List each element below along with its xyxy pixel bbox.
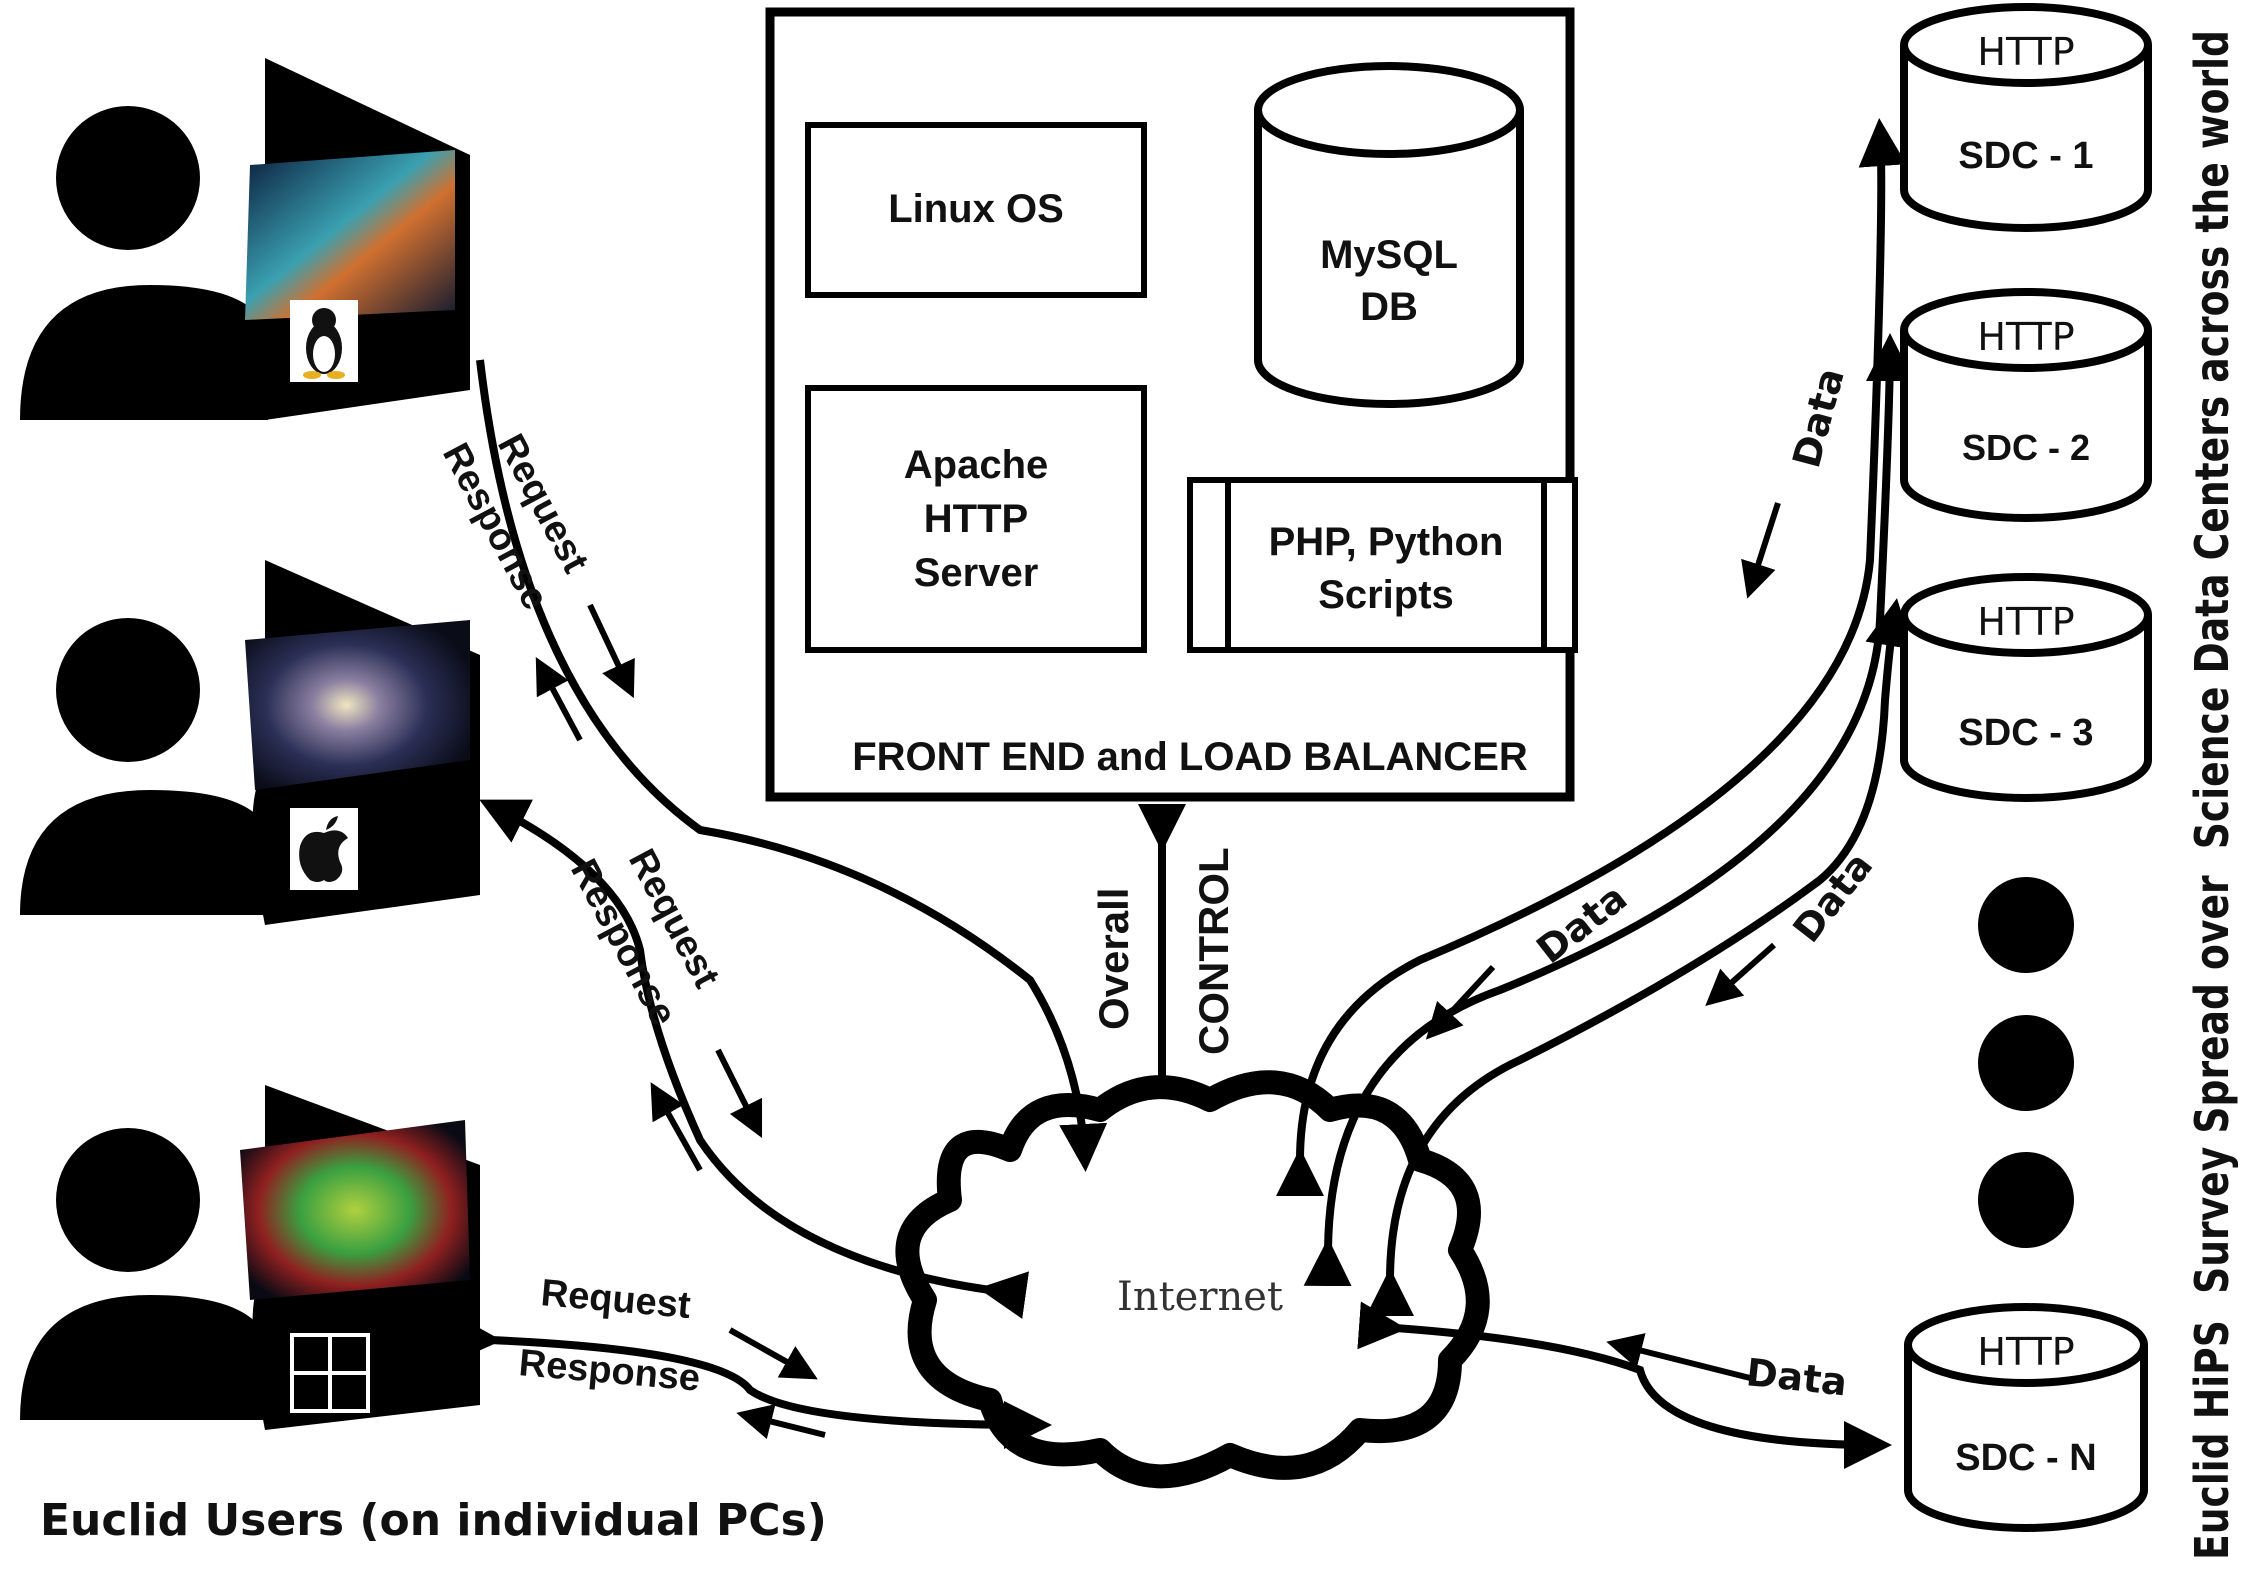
front-end-box: Linux OS MySQL DB Apache HTTP Server PHP… xyxy=(765,7,1578,802)
linux-os-box xyxy=(805,122,1147,298)
mysql-label-1: MySQL xyxy=(1320,233,1458,277)
user-body xyxy=(20,1295,268,1420)
user2-wire xyxy=(479,799,1030,1319)
user3-response-label: Response xyxy=(517,1342,702,1400)
sdc1-data-arrow xyxy=(1741,502,1781,599)
apple-icon xyxy=(290,808,358,890)
windows-icon xyxy=(290,1333,370,1413)
sdc-1-cylinder: HTTP SDC - 1 xyxy=(1900,3,2152,232)
sdc-1-name: SDC - 1 xyxy=(1958,135,2093,177)
apache-label-2: HTTP xyxy=(924,497,1028,541)
control-label: CONTROL xyxy=(1190,847,1237,1055)
ellipsis-dot-3 xyxy=(1978,1152,2074,1248)
ellipsis-dot-1 xyxy=(1978,877,2074,973)
user2-request-arrow xyxy=(715,1048,763,1139)
user-head xyxy=(56,106,200,250)
sdc-3-proto: HTTP xyxy=(1977,600,2074,644)
user-head xyxy=(56,1128,200,1272)
sdc-n-proto: HTTP xyxy=(1977,1330,2074,1374)
user-body xyxy=(20,790,268,915)
sdc2-data-arrow xyxy=(1425,964,1496,1040)
scripts-box: PHP, Python Scripts xyxy=(1187,477,1578,653)
scripts-label-2: Scripts xyxy=(1318,573,1454,617)
users-caption: Euclid Users (on individual PCs) xyxy=(40,1495,827,1546)
mysql-label-2: DB xyxy=(1360,285,1418,329)
user3-wire xyxy=(452,1314,1052,1449)
mysql-db-cylinder: MySQL DB xyxy=(1254,62,1524,408)
apache-box xyxy=(805,385,1147,653)
sdc-3-name: SDC - 3 xyxy=(1958,712,2093,754)
sdc1-data-label: Data xyxy=(1784,363,1853,472)
user1-request-arrow xyxy=(587,603,635,699)
user3-response-arrow xyxy=(736,1404,826,1440)
internet-label: Internet xyxy=(1117,1274,1283,1320)
user2-response-arrow xyxy=(650,1082,703,1172)
ellipsis-dot-2 xyxy=(1978,1015,2074,1111)
sdc-1-proto: HTTP xyxy=(1977,30,2074,74)
sdc-2-name: SDC - 2 xyxy=(1962,427,2090,468)
apache-label-1: Apache xyxy=(904,443,1049,487)
user-body xyxy=(20,285,268,420)
sdc-n-cylinder: HTTP SDC - N xyxy=(1904,1303,2148,1532)
sdc-3-cylinder: HTTP SDC - 3 xyxy=(1900,573,2152,802)
user3-request-arrow xyxy=(728,1327,818,1380)
scripts-label-1: PHP, Python xyxy=(1269,520,1504,564)
linux-penguin-icon xyxy=(290,300,358,382)
user-2-mac xyxy=(20,560,480,925)
user-1-linux xyxy=(20,58,470,420)
nebula-image xyxy=(240,1120,470,1300)
user-head xyxy=(56,618,200,762)
galaxy-image xyxy=(245,620,470,790)
user1-response-arrow xyxy=(535,657,583,742)
sdcn-data-arrow xyxy=(1606,1333,1751,1381)
nebula-image xyxy=(245,150,455,320)
sdc-2-cylinder: HTTP SDC - 2 xyxy=(1900,288,2152,522)
sdc3-wire xyxy=(1365,598,1913,1317)
user-3-windows xyxy=(20,1085,480,1430)
sdc-n-name: SDC - N xyxy=(1955,1437,2096,1479)
user3-request-label: Request xyxy=(539,1272,692,1327)
sdcn-wire xyxy=(1357,1301,1892,1469)
sdcn-data-label: Data xyxy=(1744,1350,1849,1404)
linux-os-label: Linux OS xyxy=(888,187,1064,231)
apache-label-3: Server xyxy=(914,551,1039,595)
side-caption: Euclid HiPS Survey Spread over Science D… xyxy=(2185,30,2239,1560)
sdc-2-proto: HTTP xyxy=(1977,315,2074,359)
front-end-title: FRONT END and LOAD BALANCER xyxy=(852,735,1528,779)
sdc3-data-arrow xyxy=(1705,942,1776,1006)
overall-label: Overall xyxy=(1090,888,1137,1030)
